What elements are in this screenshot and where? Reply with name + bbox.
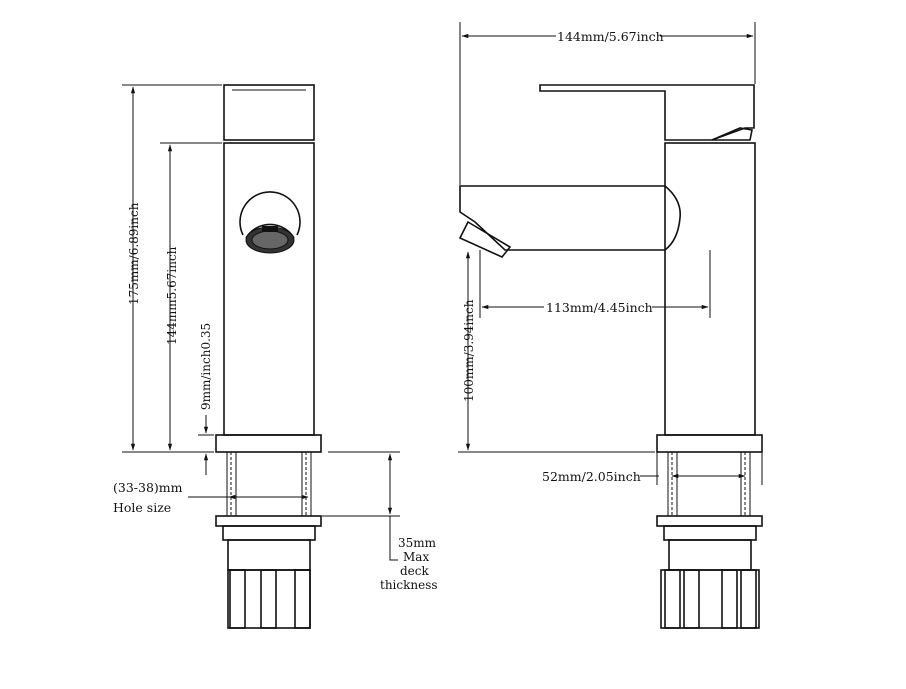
label-total-height: 175mm/6.89inch <box>127 202 141 305</box>
front-body <box>223 142 315 436</box>
label-spout-reach: 113mm/4.45inch <box>546 300 653 315</box>
threaded-studs <box>226 451 312 517</box>
side-base-plate <box>656 434 763 453</box>
label-base-width: 52mm/2.05inch <box>542 469 641 484</box>
front-shank <box>227 569 311 629</box>
label-body-height: 144mm5.67inch <box>165 246 179 345</box>
label-hole-size: Hole size <box>113 500 171 515</box>
aerator <box>239 191 301 254</box>
label-hole-size-range: (33-38)mm <box>113 480 183 495</box>
front-handle-block <box>223 84 315 141</box>
label-top-width: 144mm/5.67inch <box>557 29 664 44</box>
front-base-plate <box>215 434 322 453</box>
side-lever <box>539 84 755 141</box>
side-view <box>458 84 763 629</box>
label-deck-max: Max <box>403 550 429 564</box>
label-deck-word: deck <box>400 564 430 578</box>
label-spout-height: 100mm/3.94inch <box>462 299 476 402</box>
label-deck-value: 35mm <box>398 536 437 550</box>
label-base-thickness: 9mm/inch0.35 <box>199 323 213 410</box>
front-nut-top <box>215 515 322 527</box>
front-dimensions <box>122 84 400 561</box>
spout-tip <box>458 220 512 258</box>
front-view <box>215 84 322 629</box>
label-deck-thickness: thickness <box>380 578 438 592</box>
side-spout <box>459 185 682 251</box>
side-shank <box>660 569 760 629</box>
